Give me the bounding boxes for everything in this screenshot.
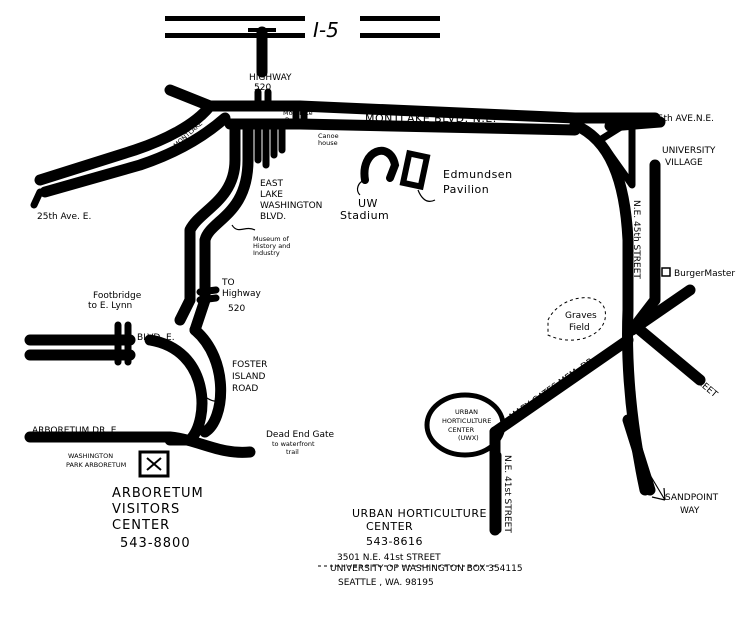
highway-520-number: 520 xyxy=(254,83,271,93)
wpa-label: WASHINGTON xyxy=(68,452,113,460)
25th-ave-e-label: 25th Ave. E. xyxy=(37,212,91,222)
svg-text:(UWX): (UWX) xyxy=(458,434,479,442)
ne-47th-label: N.E. 47th STREET xyxy=(652,342,719,401)
svg-text:CENTER: CENTER xyxy=(366,520,413,533)
east-lake-washington-label: EAST xyxy=(260,179,284,189)
uhc-address-line-1: 3501 N.E. 41st STREET xyxy=(337,553,441,563)
arboretum-center-label: ARBORETUM xyxy=(112,486,204,501)
svg-text:house: house xyxy=(318,139,338,147)
to-highway-label: TO xyxy=(221,278,235,288)
arboretum-dr-label: ARBORETUM DR. E. xyxy=(32,426,119,436)
mary-gates-road xyxy=(489,334,634,438)
svg-text:ISLAND: ISLAND xyxy=(232,372,265,382)
montlake-bridge-label: Montlake xyxy=(283,109,313,117)
dead-end-label: Dead End Gate xyxy=(266,430,335,440)
arboretum-dr-road xyxy=(24,431,256,458)
svg-text:HORTICULTURE: HORTICULTURE xyxy=(442,417,491,425)
svg-text:Pavilion: Pavilion xyxy=(443,183,489,196)
edmundsen-pavilion-shape xyxy=(399,149,431,191)
shoreline-ticks xyxy=(254,108,308,169)
foster-island-label: FOSTER xyxy=(232,360,267,370)
i5-label: I-5 xyxy=(313,18,339,42)
uw-stadium-label: UW xyxy=(358,197,378,210)
highway-520: HIGHWAY 520 xyxy=(248,26,292,108)
montlake-blvd-road xyxy=(164,84,661,124)
interstate-5: I-5 xyxy=(165,16,440,42)
arboretum-center-phone: 543-8800 xyxy=(120,536,191,551)
montlake-blvd-label: MONTLAKE BLVD. N.E. xyxy=(365,112,497,125)
graves-field-outline xyxy=(547,297,606,341)
svg-text:Field: Field xyxy=(569,323,590,333)
sandpoint-label: SANDPOINT xyxy=(665,493,719,503)
svg-text:Highway: Highway xyxy=(222,289,262,299)
svg-text:VILLAGE: VILLAGE xyxy=(665,158,703,168)
ne-41st-label: N.E. 41st STREET xyxy=(502,455,512,533)
svg-text:LAKE: LAKE xyxy=(260,190,283,200)
svg-text:to waterfront: to waterfront xyxy=(272,440,315,448)
arboretum-visitors-center-marker xyxy=(138,450,170,478)
svg-text:VISITORS: VISITORS xyxy=(112,502,180,517)
svg-text:BLVD.: BLVD. xyxy=(260,212,286,222)
svg-text:520: 520 xyxy=(228,304,245,314)
urban-horticulture-site xyxy=(424,392,506,458)
blvd-e-road xyxy=(24,334,136,361)
svg-text:CENTER: CENTER xyxy=(448,426,475,434)
burgermaster-marker xyxy=(661,267,671,277)
uhc-address-line-3: SEATTLE , WA. 98195 xyxy=(338,578,434,588)
uw-stadium-shape xyxy=(360,146,400,184)
uhc-block-phone: 543-8616 xyxy=(366,535,423,548)
svg-text:History and: History and xyxy=(253,242,290,250)
svg-text:WAY: WAY xyxy=(680,506,700,516)
svg-text:PARK ARBORETUM: PARK ARBORETUM xyxy=(66,461,126,469)
svg-text:Bridge: Bridge xyxy=(285,116,306,124)
25th-ave-ne-label: 25th AVE.N.E. xyxy=(652,114,714,124)
svg-text:trail: trail xyxy=(286,448,299,456)
graves-field-label: Graves xyxy=(565,311,597,321)
svg-text:to E. Lynn: to E. Lynn xyxy=(88,301,132,311)
foster-island-road xyxy=(144,324,227,446)
edmundsen-label: Edmundsen xyxy=(443,168,513,181)
uhc-block-label: URBAN HORTICULTURE xyxy=(352,507,487,520)
svg-text:Industry: Industry xyxy=(253,249,280,257)
footbridge-label: Footbridge xyxy=(93,291,142,301)
24th-ave-e-road xyxy=(39,112,231,198)
svg-text:ROAD: ROAD xyxy=(232,384,258,394)
uhc-address-line-2: UNIVERSITY OF WASHINGTON BOX 354115 xyxy=(330,564,523,574)
canoe-house-label: Canoe xyxy=(318,132,339,140)
ne-47th-street-road xyxy=(626,284,706,386)
highway-520-label: HIGHWAY xyxy=(249,73,292,83)
mary-gates-label: MARY GATES MEM. DR. xyxy=(508,355,598,422)
burgermaster-label: BurgerMaster xyxy=(674,269,735,279)
urban-horticulture-label: URBAN xyxy=(455,408,478,416)
blvd-e-label: BLVD. E. xyxy=(137,333,175,343)
ne-45th-label: N.E. 45th STREET xyxy=(631,200,641,279)
lake-washington-label: LAKE WASHINGTON xyxy=(36,338,100,346)
svg-text:CENTER: CENTER xyxy=(112,518,170,533)
museum-label: Museum of xyxy=(253,235,290,243)
east-lake-washington-blvd-road xyxy=(174,118,241,326)
svg-text:WASHINGTON: WASHINGTON xyxy=(260,201,322,211)
svg-text:Stadium: Stadium xyxy=(340,209,389,222)
university-village-label: UNIVERSITY xyxy=(662,146,716,156)
